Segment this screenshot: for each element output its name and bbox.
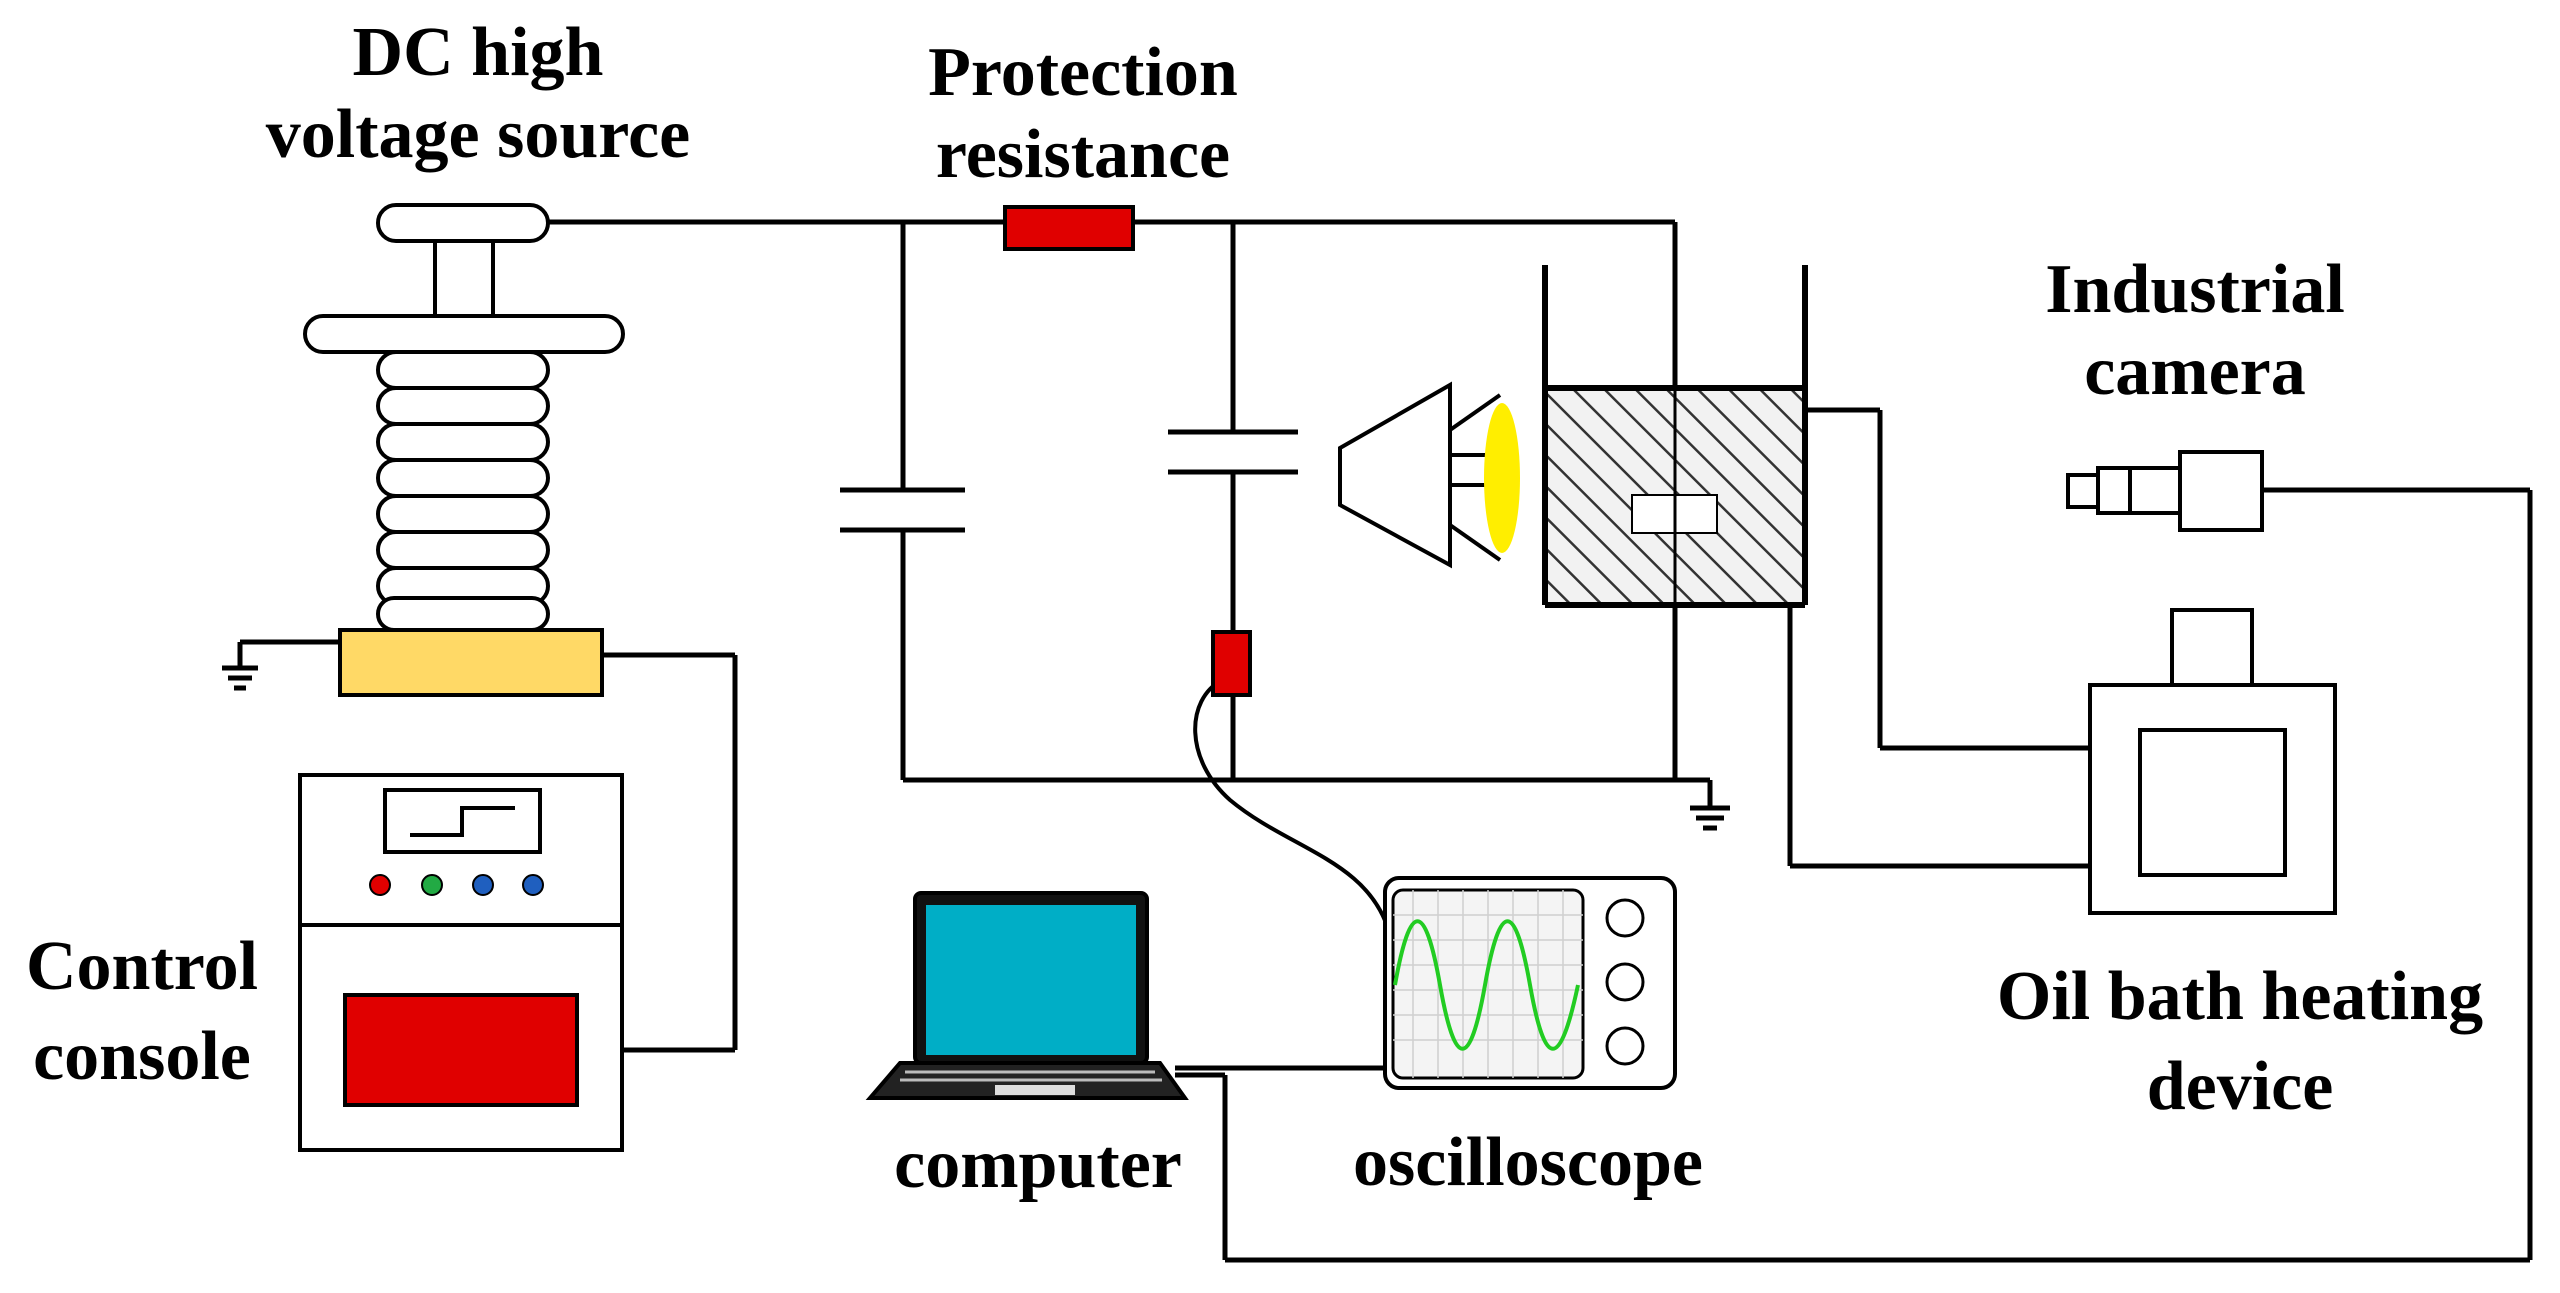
oscilloscope-knob-2 (1605, 962, 1645, 1002)
label-protection-line2: resistance (935, 116, 1231, 193)
label-control-console: Control console (26, 932, 258, 1092)
dc-high-voltage-source (303, 203, 625, 697)
capacitor-left-icon (840, 487, 965, 533)
console-button-blue-2 (522, 874, 544, 896)
transformer-base (338, 628, 604, 697)
computer (865, 891, 1189, 1100)
label-dc-line2: voltage source (265, 96, 691, 173)
oil-bath-heating-device (2088, 608, 2337, 915)
label-dc-high-voltage-source: DC high voltage source (266, 18, 690, 170)
console-button-red (369, 874, 391, 896)
oscilloscope-knob-3 (1605, 1026, 1645, 1066)
console-display (343, 993, 579, 1107)
light-source-icon (1338, 381, 1520, 569)
oscilloscope (1383, 876, 1677, 1090)
label-console-line2: console (33, 1018, 251, 1095)
industrial-camera (2066, 450, 2264, 532)
label-computer: computer (894, 1126, 1182, 1203)
ground-symbol-icon (222, 665, 258, 691)
console-button-green (421, 874, 443, 896)
label-console-line1: Control (25, 928, 259, 1005)
oil-tank (1542, 222, 1808, 608)
wiring (237, 219, 2533, 1263)
probe-cable (1193, 678, 1392, 936)
control-console (298, 773, 624, 1152)
ground-symbol-icon (1690, 805, 1730, 831)
label-camera-line2: camera (2084, 333, 2306, 410)
label-protection-resistance: Protection resistance (928, 38, 1238, 190)
console-button-blue (472, 874, 494, 896)
capacitor-right-icon (1168, 429, 1298, 475)
label-oil-bath-line2: device (2146, 1048, 2334, 1125)
oscilloscope-knob-1 (1605, 898, 1645, 938)
label-oil-bath-line1: Oil bath heating (1996, 958, 2484, 1035)
label-oscilloscope: oscilloscope (1353, 1124, 1703, 1201)
waveform-trace (1393, 919, 1580, 1051)
label-industrial-camera: Industrial camera (2045, 255, 2345, 407)
label-oil-bath-heating-device: Oil bath heating device (1997, 962, 2483, 1122)
label-camera-line1: Industrial (2045, 251, 2345, 328)
divider-resistor-icon (1211, 630, 1252, 697)
laptop-screen (926, 905, 1136, 1055)
protection-resistor-icon (1003, 205, 1135, 251)
label-dc-line1: DC high (352, 14, 604, 91)
label-protection-line1: Protection (928, 34, 1238, 111)
